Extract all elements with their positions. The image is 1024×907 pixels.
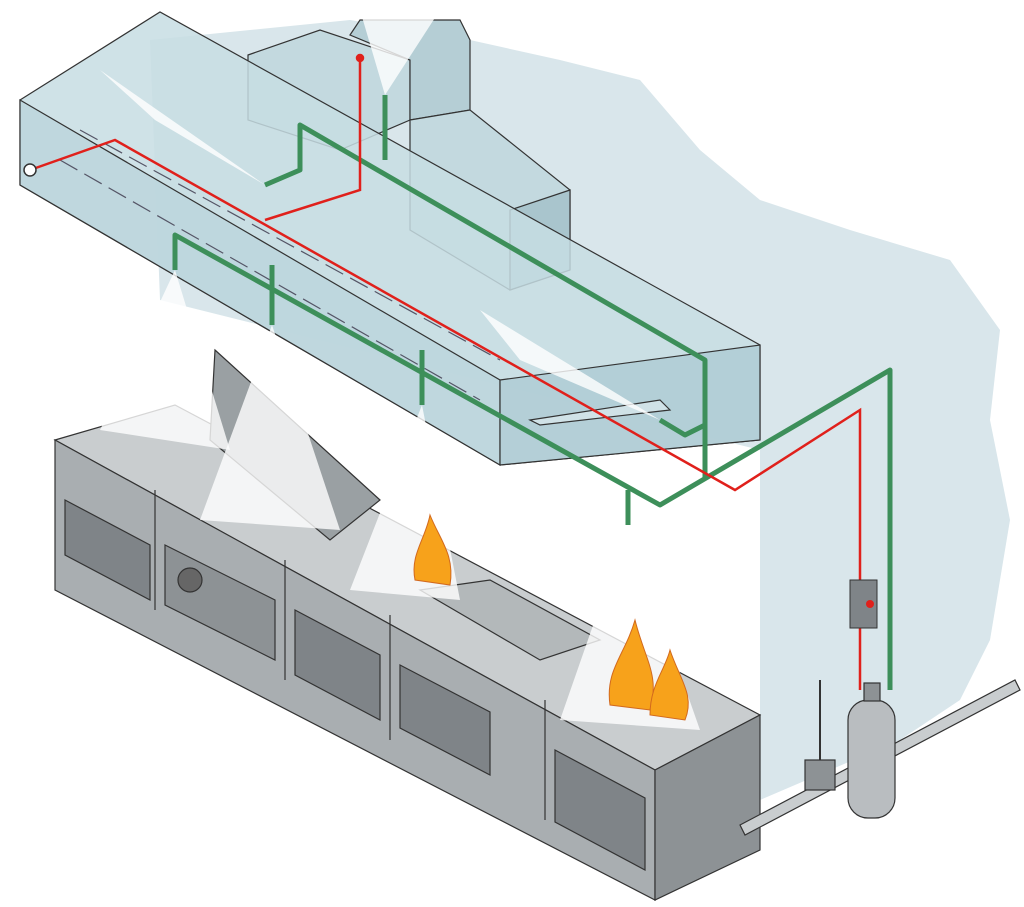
flame-icon	[413, 513, 452, 586]
manual-pull-station-icon	[23, 163, 37, 177]
flames	[413, 513, 689, 721]
spray-nozzle-icon	[360, 10, 440, 95]
flame-icon	[649, 648, 689, 721]
spray-nozzle-icon	[100, 70, 265, 185]
agent-distribution-piping	[172, 95, 893, 690]
control-box-icon	[849, 579, 878, 629]
spray-nozzle-icon	[200, 325, 340, 530]
gauge-icon	[177, 567, 203, 593]
detection-line	[23, 53, 862, 690]
spray-nozzle-icon	[100, 270, 230, 450]
spray-nozzle-icon	[480, 310, 660, 420]
agent-cylinder-icon	[847, 682, 896, 819]
spray-cones	[100, 10, 700, 730]
flame-icon	[608, 618, 654, 711]
